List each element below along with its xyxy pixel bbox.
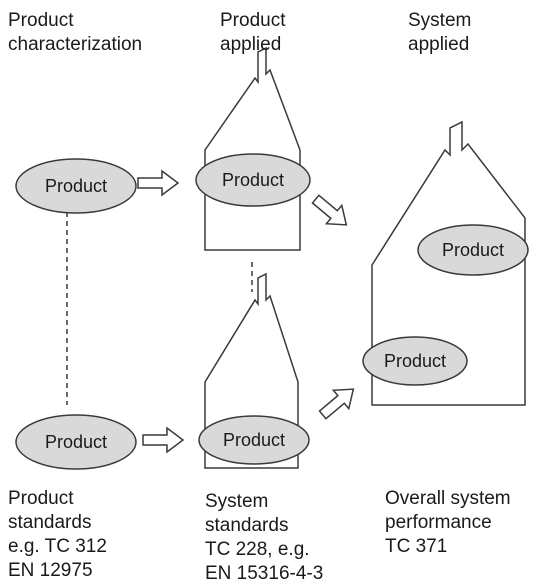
footer-line: Product [8, 488, 74, 509]
footer-line: e.g. TC 312 [8, 536, 107, 557]
header-line: System [408, 10, 472, 31]
product-ellipse-house-bottom: Product [198, 415, 310, 465]
footer-system-standards: System standards TC 228, e.g. EN 15316-4… [205, 490, 323, 586]
product-label: Product [384, 351, 446, 371]
product-ellipse-system-lower: Product [362, 336, 468, 386]
footer-line: Overall system [385, 488, 511, 509]
house-icon-system [371, 120, 526, 406]
house-icon-bottom [204, 272, 299, 469]
product-label: Product [45, 432, 107, 452]
product-ellipse-system-upper: Product [417, 224, 529, 276]
house-icon-top [204, 46, 301, 251]
header-line: applied [408, 34, 470, 55]
arrow-icon-top [137, 169, 180, 197]
product-ellipse-house-top: Product [195, 153, 311, 207]
footer-line: System [205, 491, 269, 512]
header-line: applied [220, 34, 282, 55]
footer-line: EN 15316-4-3 [205, 563, 324, 584]
footer-line: standards [205, 515, 289, 536]
product-label: Product [45, 176, 107, 196]
footer-overall-system-performance: Overall system performance TC 371 [385, 487, 511, 559]
header-system-applied: System applied [408, 9, 471, 57]
product-label: Product [442, 240, 504, 260]
product-label: Product [222, 170, 284, 190]
footer-line: TC 228, e.g. [205, 539, 310, 560]
header-line: characterization [8, 34, 143, 55]
header-line: Product [220, 10, 286, 31]
product-ellipse-left-top: Product [15, 158, 137, 214]
footer-line: TC 371 [385, 536, 448, 557]
header-product-applied: Product applied [220, 9, 285, 57]
product-ellipse-left-bottom: Product [15, 414, 137, 470]
arrow-icon-diagonal-down [311, 194, 348, 226]
arrow-icon-diagonal-up [318, 388, 355, 420]
product-label: Product [223, 430, 285, 450]
footer-product-standards: Product standards e.g. TC 312 EN 12975 [8, 487, 107, 583]
arrow-icon-bottom [142, 426, 185, 454]
footer-line: standards [8, 512, 92, 533]
footer-line: performance [385, 512, 492, 533]
footer-line: EN 12975 [8, 560, 93, 581]
header-product-characterization: Product characterization [8, 9, 142, 57]
header-line: Product [8, 10, 74, 31]
